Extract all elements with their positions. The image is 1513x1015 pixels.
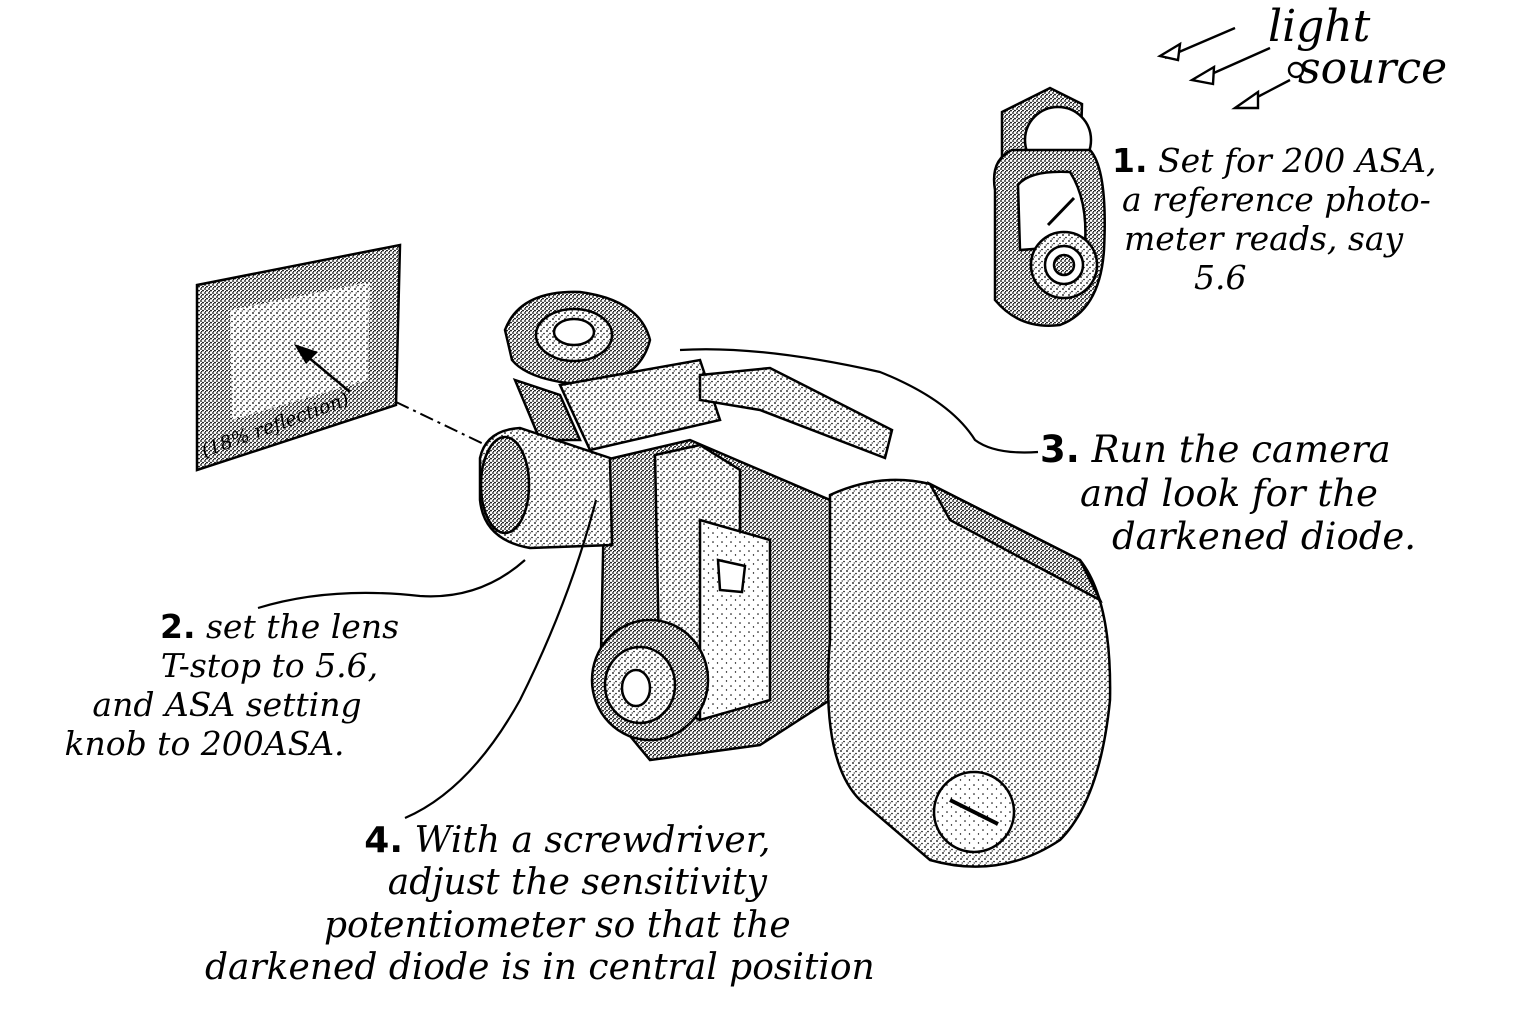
step2-line1: set the lens: [206, 607, 400, 646]
light-rays: [1156, 26, 1305, 110]
grey-card: [195, 243, 402, 472]
step1-line4: 5.6: [1194, 257, 1247, 297]
metering-line: [395, 401, 493, 449]
step4-number: 4.: [364, 820, 404, 861]
step2-line2: T-stop to 5.6,: [160, 645, 379, 685]
leader-lines: [257, 348, 1039, 820]
step3-line2: and look for the: [1080, 471, 1378, 515]
camera-body: [478, 290, 1112, 868]
step3-note: 3. Run the camera and look for the darke…: [1040, 428, 1416, 559]
step4-line2: adjust the sensitivity: [387, 862, 767, 904]
light-source-label: light source: [1268, 1, 1448, 94]
step4-line1: With a screwdriver,: [414, 820, 771, 861]
step2-note: 2. set the lens T-stop to 5.6, and ASA s…: [10, 607, 400, 764]
step4-note: 4. With a screwdriver, adjust the sensit…: [205, 820, 875, 990]
step3-line3: darkened diode.: [1112, 515, 1417, 559]
step1-line2: a reference photo-: [1122, 179, 1431, 219]
step4-line4: darkened diode is in central position: [205, 947, 875, 989]
step1-note: 1. Set for 200 ASA, a reference photo- m…: [1112, 141, 1437, 298]
reference-photometer: [992, 86, 1106, 327]
step2-number: 2.: [160, 607, 196, 646]
step1-line3: meter reads, say: [1124, 218, 1404, 258]
step3-number: 3.: [1040, 428, 1080, 471]
step4-line3: potentiometer so that the: [323, 904, 791, 946]
step2-line4: knob to 200ASA.: [64, 723, 345, 763]
light-source-line2: source: [1298, 42, 1448, 94]
step2-line3: and ASA setting: [92, 684, 362, 724]
step3-line1: Run the camera: [1091, 428, 1391, 471]
step1-line1: Set for 200 ASA,: [1158, 141, 1437, 180]
light-source-line1: light: [1268, 1, 1371, 52]
step1-number: 1.: [1112, 141, 1148, 180]
